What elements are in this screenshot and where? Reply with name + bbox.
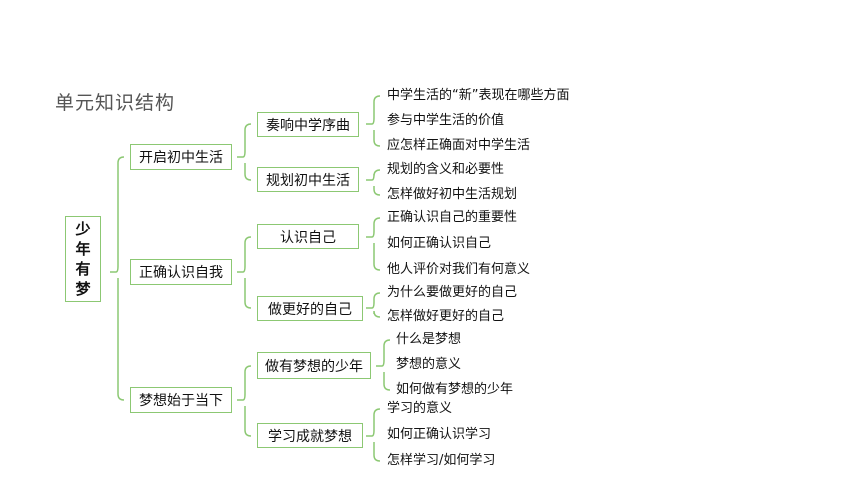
- leaf-item: 如何做有梦想的少年: [396, 382, 514, 397]
- root-node: 少 年 有 梦: [65, 216, 101, 302]
- brace-root: [110, 156, 125, 401]
- leaf-item: 学习的意义: [387, 401, 453, 416]
- brace-l2-2: [366, 217, 381, 271]
- root-char: 有: [75, 260, 91, 278]
- leaf-item: 如何正确认识自己: [387, 236, 492, 251]
- leaf-item: 他人评价对我们有何意义: [387, 262, 531, 277]
- brace-l2-0: [366, 95, 381, 147]
- node-l1-1: 正确认识自我: [130, 259, 232, 285]
- node-l2-1: 规划初中生活: [257, 167, 359, 192]
- leaf-item: 什么是梦想: [396, 332, 462, 347]
- leaf-item: 为什么要做更好的自己: [387, 285, 518, 300]
- brace-l1-2: [237, 365, 252, 437]
- node-l2-2: 认识自己: [257, 224, 359, 249]
- brace-l2-1: [366, 169, 381, 196]
- leaf-item: 怎样学习/如何学习: [387, 453, 496, 468]
- leaf-item: 正确认识自己的重要性: [387, 210, 518, 225]
- leaf-item: 中学生活的“新”表现在哪些方面: [387, 88, 570, 103]
- leaf-item: 如何正确认识学习: [387, 427, 492, 442]
- root-char: 梦: [75, 280, 91, 298]
- brace-l1-1: [237, 236, 252, 309]
- leaf-item: 怎样做好初中生活规划: [387, 187, 518, 202]
- leaf-item: 梦想的意义: [396, 357, 462, 372]
- leaf-item: 怎样做好更好的自己: [387, 309, 505, 324]
- brace-l2-5: [366, 408, 381, 462]
- node-l2-3: 做更好的自己: [257, 296, 363, 321]
- node-l2-0: 奏响中学序曲: [257, 112, 359, 137]
- page-title: 单元知识结构: [55, 92, 176, 114]
- node-l2-5: 学习成就梦想: [257, 423, 363, 448]
- node-l1-2: 梦想始于当下: [130, 387, 232, 413]
- leaf-item: 规划的含义和必要性: [387, 162, 505, 177]
- brace-l1-0: [237, 123, 252, 181]
- root-char: 少: [75, 220, 91, 238]
- leaf-item: 参与中学生活的价值: [387, 113, 505, 128]
- brace-l2-3: [366, 292, 381, 318]
- root-char: 年: [75, 240, 91, 258]
- leaf-item: 应怎样正确面对中学生活: [387, 138, 531, 153]
- brace-l2-4: [376, 339, 391, 391]
- node-l1-0: 开启初中生活: [130, 144, 232, 170]
- node-l2-4: 做有梦想的少年: [257, 352, 371, 379]
